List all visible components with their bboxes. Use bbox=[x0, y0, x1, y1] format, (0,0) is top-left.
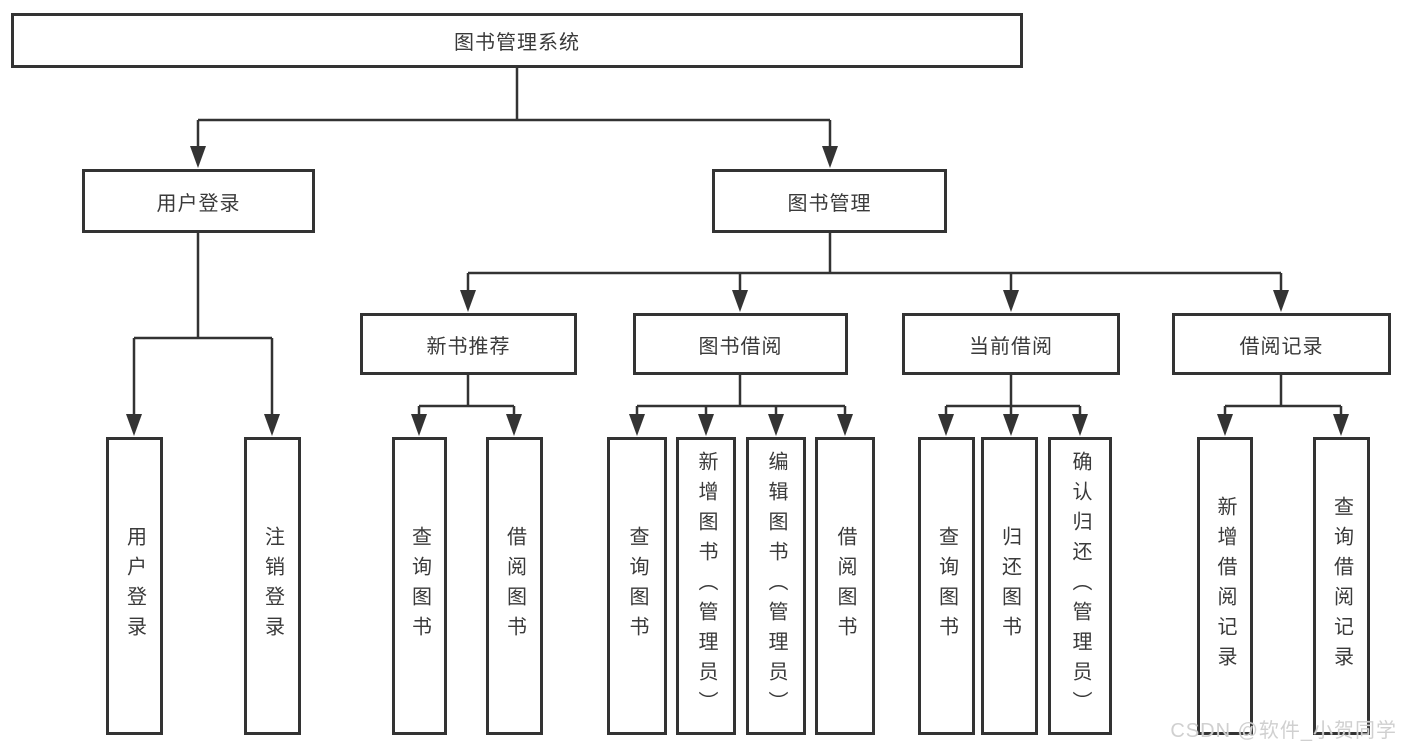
node-current-borrow: 当前借阅 bbox=[902, 313, 1120, 375]
leaf-label: 用户登录 bbox=[123, 526, 146, 646]
leaf-add-book-admin: 新增图书（管理员） bbox=[676, 437, 736, 735]
leaf-query-books-current: 查询图书 bbox=[918, 437, 975, 735]
leaf-edit-book-admin: 编辑图书（管理员） bbox=[746, 437, 806, 735]
leaf-add-borrow-record: 新增借阅记录 bbox=[1197, 437, 1253, 735]
leaf-label: 新增借阅记录 bbox=[1214, 496, 1236, 676]
leaf-label: 注销登录 bbox=[261, 526, 284, 646]
node-new-book-recommend: 新书推荐 bbox=[360, 313, 577, 375]
leaf-query-books-borrow: 查询图书 bbox=[607, 437, 667, 735]
node-book-borrow: 图书借阅 bbox=[633, 313, 848, 375]
leaf-logout: 注销登录 bbox=[244, 437, 301, 735]
leaf-label: 编辑图书（管理员） bbox=[765, 451, 787, 721]
leaf-user-login: 用户登录 bbox=[106, 437, 163, 735]
leaf-label: 借阅图书 bbox=[834, 526, 856, 646]
leaf-label: 查询图书 bbox=[408, 526, 431, 646]
leaf-query-borrow-record: 查询借阅记录 bbox=[1313, 437, 1370, 735]
node-user-login: 用户登录 bbox=[82, 169, 315, 233]
leaf-label: 查询图书 bbox=[626, 526, 648, 646]
leaf-confirm-return-admin: 确认归还（管理员） bbox=[1048, 437, 1112, 735]
leaf-label: 借阅图书 bbox=[503, 526, 526, 646]
leaf-return-book: 归还图书 bbox=[981, 437, 1038, 735]
node-borrow-records: 借阅记录 bbox=[1172, 313, 1391, 375]
leaf-label: 归还图书 bbox=[998, 526, 1021, 646]
node-root-library-system: 图书管理系统 bbox=[11, 13, 1023, 68]
leaf-label: 新增图书（管理员） bbox=[695, 451, 717, 721]
leaf-query-books-recommend: 查询图书 bbox=[392, 437, 447, 735]
leaf-label: 确认归还（管理员） bbox=[1069, 451, 1091, 721]
leaf-borrow-books: 借阅图书 bbox=[815, 437, 875, 735]
csdn-watermark: CSDN @软件_小贺同学 bbox=[1170, 720, 1397, 742]
leaf-borrow-books-recommend: 借阅图书 bbox=[486, 437, 543, 735]
node-book-management: 图书管理 bbox=[712, 169, 947, 233]
arrowhead-icons bbox=[126, 146, 1349, 436]
leaf-label: 查询借阅记录 bbox=[1330, 496, 1353, 676]
leaf-label: 查询图书 bbox=[935, 526, 958, 646]
